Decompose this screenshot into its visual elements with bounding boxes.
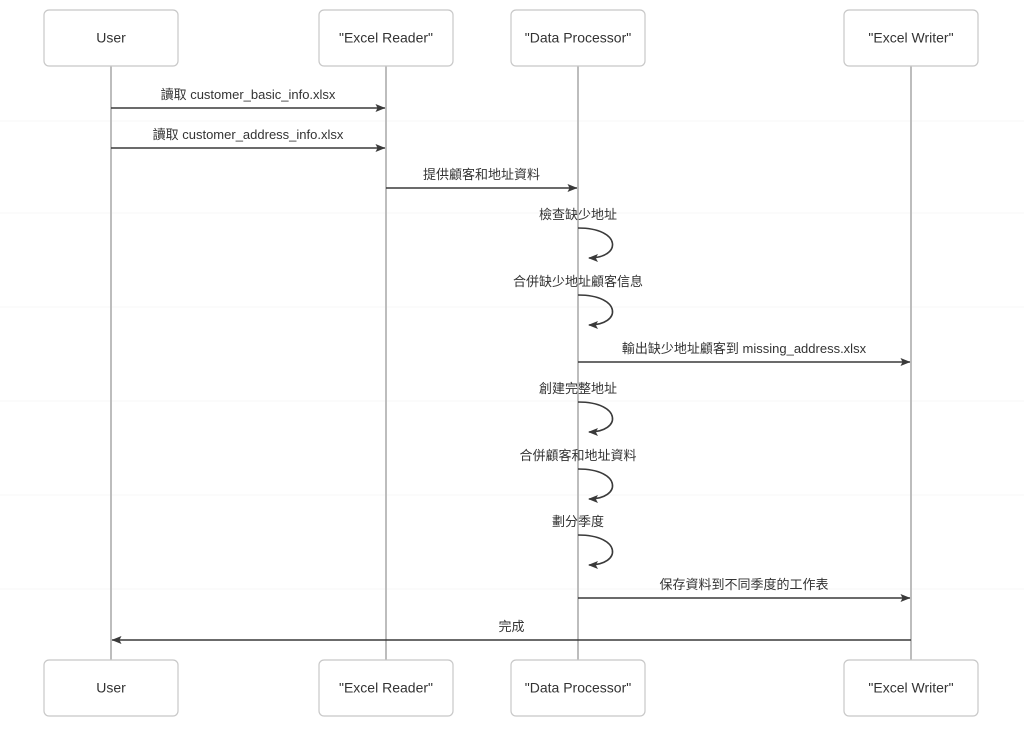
actor-box-rect [43,659,179,717]
actor-boxes-top: User "Excel Reader" "Data Processor" "Excel… [43,9,979,67]
actor-label-excel_writer: "Excel Writer" [868,30,953,46]
message-label: 合併缺少地址顧客信息 [513,274,643,289]
actor-label-user: User [96,30,126,46]
actor-box-excel_writer-top[interactable]: "Excel Writer" [843,9,979,67]
actor-label-excel_reader: "Excel Reader" [339,680,433,696]
self-loop-path [577,468,614,503]
actor-box-data_processor-top[interactable]: "Data Processor" [510,9,646,67]
background-bands [0,120,1024,590]
messages-layer: 讀取 customer_basic_info.xlsx 讀取 customer_a… [111,87,911,644]
self-loop-path [577,227,614,262]
message-label: 劃分季度 [552,514,604,529]
message-2-call[interactable]: 讀取 customer_address_info.xlsx [111,127,386,152]
message-label: 輸出缺少地址顧客到 missing_address.xlsx [622,341,867,356]
message-label: 讀取 customer_basic_info.xlsx [161,87,336,102]
message-1-call[interactable]: 讀取 customer_basic_info.xlsx [111,87,386,112]
message-5-self[interactable]: 合併缺少地址顧客信息 [513,274,643,329]
self-loop-path [577,401,614,436]
self-loop-path [577,294,614,329]
actor-box-rect [843,659,979,717]
actor-label-excel_reader: "Excel Reader" [339,30,433,46]
message-label: 讀取 customer_address_info.xlsx [153,127,344,142]
message-label: 檢查缺少地址 [539,207,617,222]
message-9-self[interactable]: 劃分季度 [552,514,614,569]
actor-box-rect [510,659,646,717]
message-10-call[interactable]: 保存資料到不同季度的工作表 [578,577,911,602]
message-11-return[interactable]: 完成 [111,619,911,644]
message-6-call[interactable]: 輸出缺少地址顧客到 missing_address.xlsx [578,341,911,366]
message-3-call[interactable]: 提供顧客和地址資料 [386,167,578,192]
actor-box-excel_writer-bottom[interactable]: "Excel Writer" [843,659,979,717]
message-4-self[interactable]: 檢查缺少地址 [539,207,617,262]
message-label: 提供顧客和地址資料 [423,167,540,182]
actor-label-excel_writer: "Excel Writer" [868,680,953,696]
actor-boxes-bottom: User "Excel Reader" "Data Processor" "Excel… [43,659,979,717]
message-label: 完成 [498,619,524,634]
actor-box-rect [843,9,979,67]
message-label: 合併顧客和地址資料 [519,448,636,463]
actor-label-user: User [96,680,126,696]
self-loop-path [577,534,614,569]
actor-box-rect [318,9,454,67]
actor-label-data_processor: "Data Processor" [525,680,631,696]
lifelines-layer [110,66,912,660]
actor-box-rect [43,9,179,67]
actor-box-user-top[interactable]: User [43,9,179,67]
message-label: 創建完整地址 [539,381,617,396]
actor-box-data_processor-bottom[interactable]: "Data Processor" [510,659,646,717]
actor-box-rect [318,659,454,717]
actor-box-excel_reader-bottom[interactable]: "Excel Reader" [318,659,454,717]
message-label: 保存資料到不同季度的工作表 [659,577,828,592]
message-7-self[interactable]: 創建完整地址 [539,381,617,436]
actor-label-data_processor: "Data Processor" [525,30,631,46]
message-8-self[interactable]: 合併顧客和地址資料 [519,448,637,503]
actor-box-user-bottom[interactable]: User [43,659,179,717]
actor-box-rect [510,9,646,67]
actor-box-excel_reader-top[interactable]: "Excel Reader" [318,9,454,67]
